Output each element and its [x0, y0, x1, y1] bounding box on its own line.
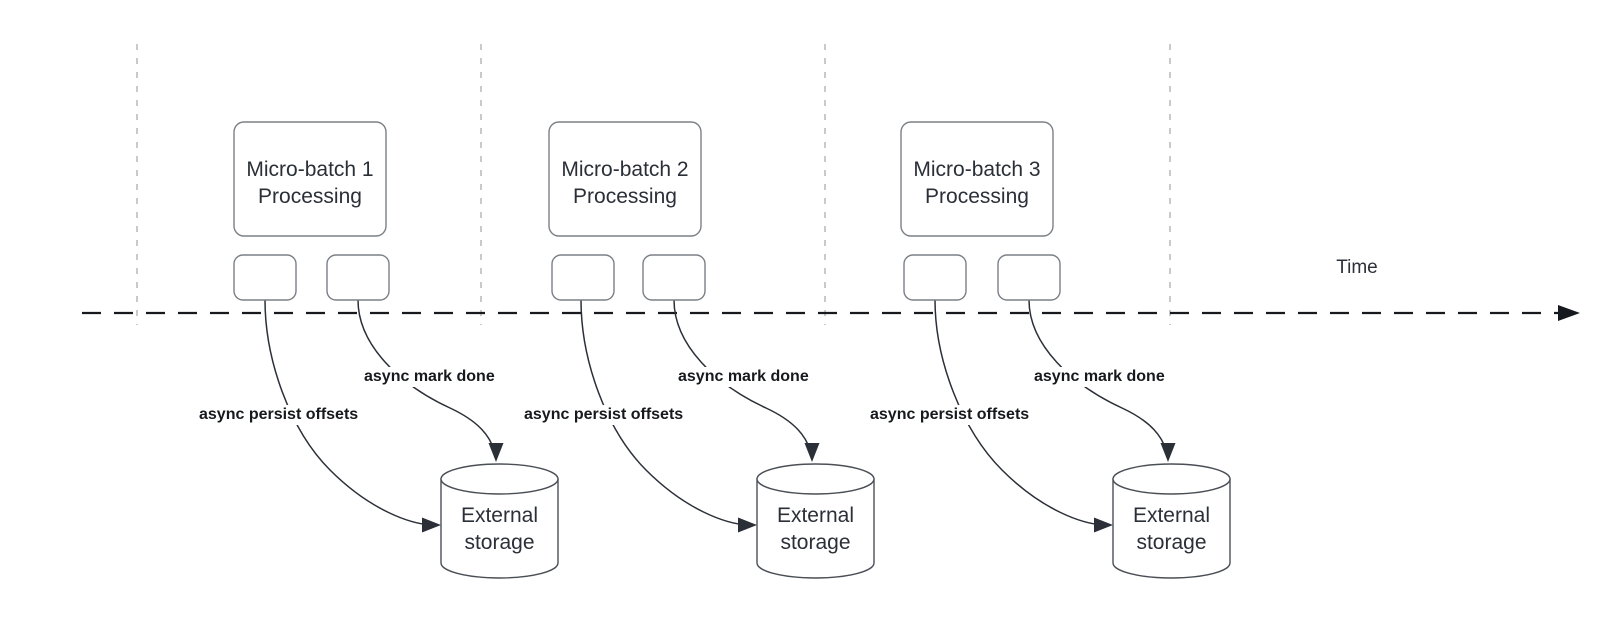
- group-1-microbatch-node-line1: Micro-batch 1: [246, 158, 373, 181]
- group-3-label-async-persist-offsets-backdrop: [867, 405, 1045, 425]
- group-3-mark-done-curve: [1028, 299, 1167, 451]
- group-2-label-async-persist-offsets-backdrop: [521, 405, 699, 425]
- group-3-microbatch-node-line2: Processing: [925, 185, 1029, 208]
- group-2-external-storage-node-line2: storage: [780, 531, 850, 554]
- group-2-persist-offsets-arrowhead-icon: [738, 517, 757, 533]
- group-3-label-async-persist-offsets: async persist offsets: [867, 405, 1045, 425]
- group-1-mark-done-curve: [357, 299, 495, 451]
- group-1-task-box-persist[interactable]: [233, 254, 297, 301]
- group-3-label-async-mark-done-text: async mark done: [1034, 368, 1165, 385]
- group-2-label-async-mark-done-backdrop: [675, 367, 817, 387]
- group-2-label-async-mark-done: async mark done: [675, 367, 817, 387]
- group-1-persist-offsets-curve: [264, 299, 433, 526]
- group-2-label-async-persist-offsets: async persist offsets: [521, 405, 699, 425]
- group-1-external-storage-node-line2: storage: [464, 531, 534, 554]
- group-2-microbatch-node-line1: Micro-batch 2: [561, 158, 688, 181]
- group-2-microbatch-node-line2: Processing: [573, 185, 677, 208]
- group-2-external-storage-node-line1: External: [777, 504, 854, 527]
- group-2-mark-done-arrowhead-icon: [804, 443, 820, 462]
- group-1-external-storage-node-line1: External: [461, 504, 538, 527]
- group-2-task-box-persist[interactable]: [551, 254, 615, 301]
- group-2-external-storage-node[interactable]: External storage: [756, 463, 875, 579]
- group-3-external-storage-node-line1: External: [1133, 504, 1210, 527]
- group-1-label-async-mark-done-backdrop: [361, 367, 503, 387]
- group-3-task-box-persist[interactable]: [903, 254, 967, 301]
- group-2-mark-done-curve: [673, 299, 811, 451]
- group-2-label-async-mark-done-text: async mark done: [678, 368, 809, 385]
- group-1-label-async-persist-offsets: async persist offsets: [196, 405, 374, 425]
- group-3-persist-offsets-arrowhead-icon: [1094, 517, 1113, 533]
- group-2-external-storage-node-top-ellipse: [756, 463, 875, 495]
- group-3-label-async-persist-offsets-text: async persist offsets: [870, 406, 1029, 423]
- group-1-label-async-mark-done: async mark done: [361, 367, 503, 387]
- flow-labels-group: async persist offsets async mark done asyn…: [196, 367, 1173, 425]
- group-1-external-storage-node-body: [440, 478, 559, 579]
- group-2-microbatch-node-shape: [548, 121, 702, 237]
- group-1-microbatch-node[interactable]: Micro-batch 1 Processing: [233, 121, 387, 237]
- group-2-persist-offsets-curve: [580, 299, 749, 526]
- group-1-persist-offsets-arrowhead-icon: [422, 517, 441, 533]
- group-2-task-box-mark[interactable]: [642, 254, 706, 301]
- group-1-label-async-mark-done-text: async mark done: [364, 368, 495, 385]
- group-3-microbatch-node-shape: [900, 121, 1054, 237]
- group-2-label-async-persist-offsets-text: async persist offsets: [524, 406, 683, 423]
- group-3-label-async-mark-done-backdrop: [1031, 367, 1173, 387]
- group-2-microbatch-node[interactable]: Micro-batch 2 Processing: [548, 121, 702, 237]
- group-3-persist-offsets-curve: [934, 299, 1105, 526]
- group-1-microbatch-node-shape: [233, 121, 387, 237]
- group-3-external-storage-node-body: [1112, 478, 1231, 579]
- boundary-lines-group: [136, 44, 1171, 325]
- group-3-external-storage-node-line2: storage: [1136, 531, 1206, 554]
- group-1-label-async-persist-offsets-backdrop: [196, 405, 374, 425]
- group-3-microbatch-node-line1: Micro-batch 3: [913, 158, 1040, 181]
- group-1-external-storage-node-top-ellipse: [440, 463, 559, 495]
- timeline-axis-group: Time: [82, 257, 1580, 321]
- group-2-external-storage-node-body: [756, 478, 875, 579]
- time-axis-label: Time: [1336, 257, 1378, 278]
- group-1-label-async-persist-offsets-text: async persist offsets: [199, 406, 358, 423]
- group-3-label-async-mark-done: async mark done: [1031, 367, 1173, 387]
- group-3-task-box-mark[interactable]: [997, 254, 1061, 301]
- flow-curves-group: [264, 299, 1176, 533]
- group-3-mark-done-arrowhead-icon: [1160, 443, 1176, 462]
- group-1-microbatch-node-line2: Processing: [258, 185, 362, 208]
- group-1-mark-done-arrowhead-icon: [488, 443, 504, 462]
- group-1-external-storage-node[interactable]: External storage: [440, 463, 559, 579]
- group-3-microbatch-node[interactable]: Micro-batch 3 Processing: [900, 121, 1054, 237]
- group-1-task-box-mark[interactable]: [326, 254, 390, 301]
- timeline-arrowhead-icon: [1558, 305, 1580, 321]
- group-3-external-storage-node-top-ellipse: [1112, 463, 1231, 495]
- group-3-external-storage-node[interactable]: External storage: [1112, 463, 1231, 579]
